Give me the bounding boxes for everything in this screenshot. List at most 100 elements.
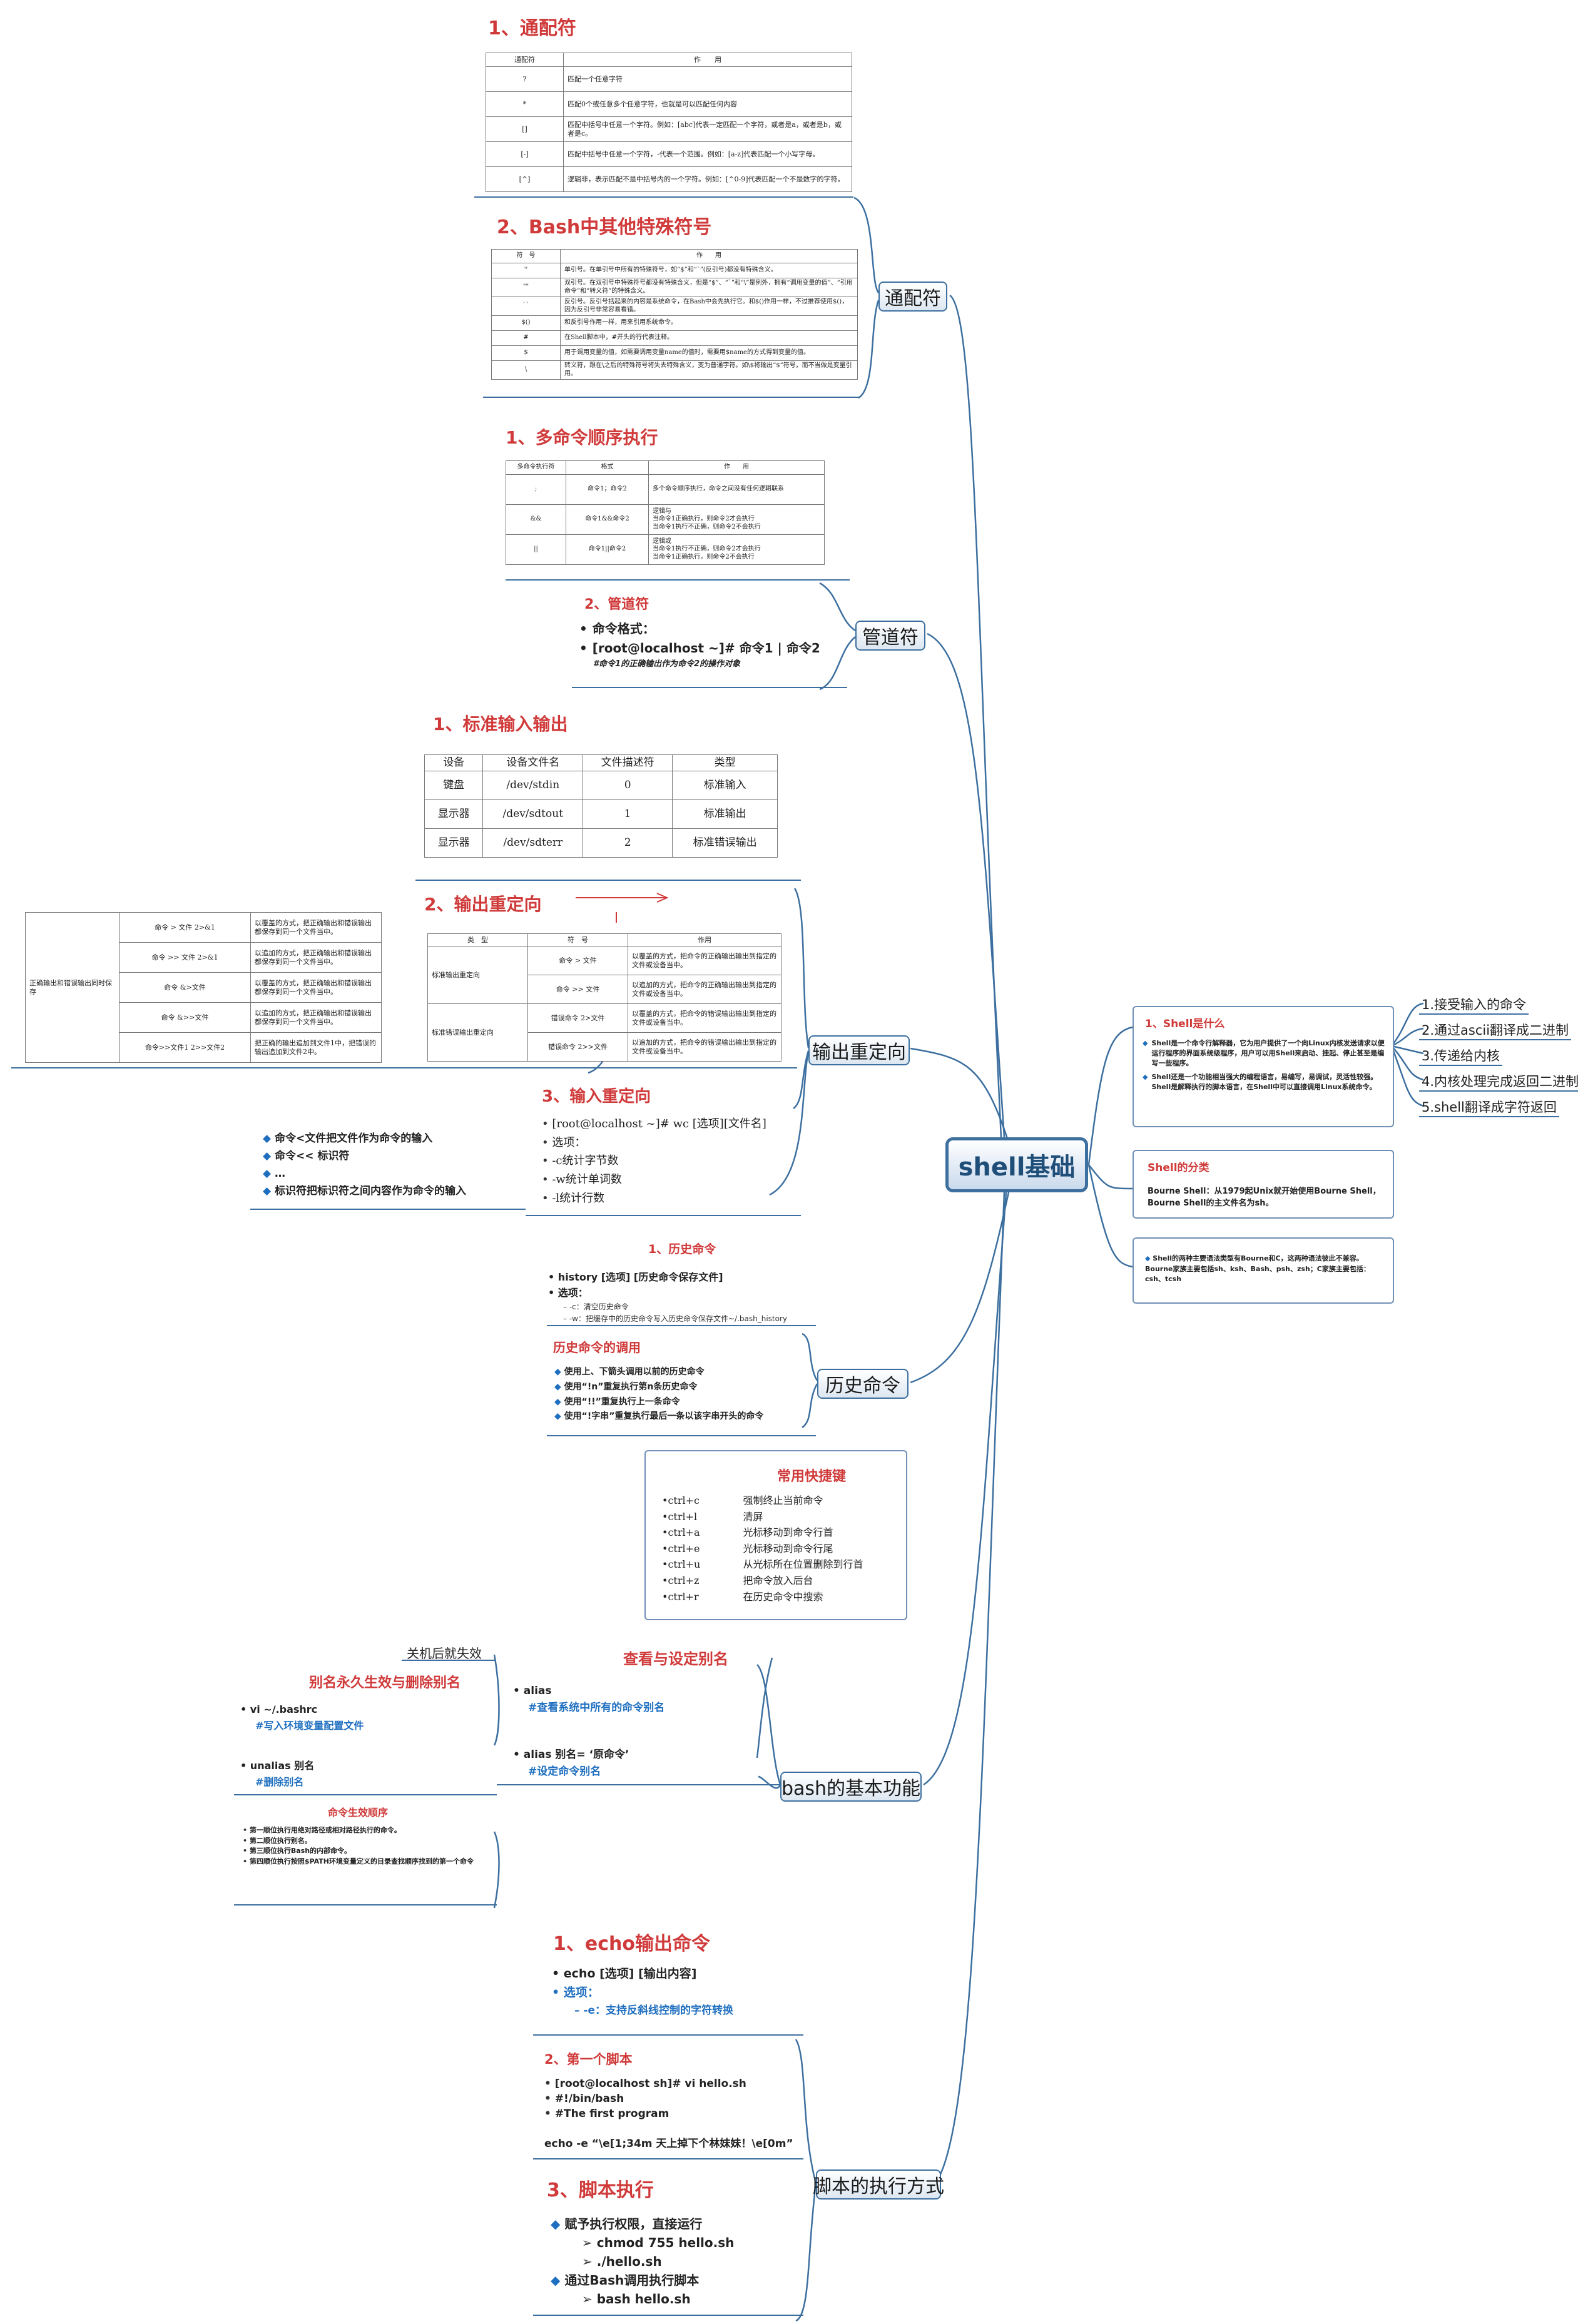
list-item: [root@localhost ~]# wc [选项][文件名] bbox=[552, 1117, 766, 1130]
table-row: *匹配0个或任意多个任意字符，也就是可以匹配任何内容 bbox=[486, 91, 852, 117]
table-cell: 命令 > 文件 2>&1 bbox=[119, 912, 251, 943]
table-cell: 命令1；命令2 bbox=[566, 474, 649, 505]
shell-class-title: Shell的分类 bbox=[1148, 1162, 1209, 1174]
table-cell: 以覆盖的方式，把命令的错误输出输出到指定的文件或设备当中。 bbox=[628, 1003, 781, 1033]
branch-redirect[interactable]: 输出重定向 bbox=[808, 1035, 910, 1065]
table-cell: $ bbox=[491, 345, 561, 361]
wildcard-title: 1、通配符 bbox=[488, 18, 576, 39]
pipe-format: [root@localhost ~]# 命令1 | 命令2 bbox=[592, 641, 820, 656]
table-cell: 双引号。在双引号中特殊符号都没有特殊含义，但是“$”、“`”和“\”是例外，拥有… bbox=[560, 278, 858, 297]
list-item: 使用“!!”重复执行上一条命令 bbox=[564, 1396, 680, 1407]
echo-title: 1、echo输出命令 bbox=[553, 1933, 710, 1955]
table-cell: '' bbox=[491, 263, 561, 278]
central-topic[interactable]: shell基础 bbox=[945, 1137, 1088, 1192]
pipe-format-label: 命令格式： bbox=[592, 621, 655, 636]
table-cell: ? bbox=[486, 66, 564, 92]
shortcut-key: ctrl+u bbox=[668, 1558, 701, 1571]
table-header-cell: 类型 bbox=[672, 754, 778, 772]
list-item: chmod 755 hello.sh bbox=[596, 2235, 735, 2250]
table-cell: 在Shell脚本中，#开头的行代表注释。 bbox=[560, 330, 858, 346]
table-row: 命令 &>文件以覆盖的方式，把正确输出和错误输出都保存到同一个文件当中。 bbox=[26, 972, 382, 1003]
table-row: []匹配中括号中任意一个字符。例如：[abc]代表一定匹配一个字符，或者是a，或… bbox=[486, 116, 852, 142]
list-item: #The first program bbox=[554, 2107, 669, 2120]
echo-option-e: -e：支持反斜线控制的字符转换 bbox=[583, 2004, 734, 2017]
table-cell: 显示器 bbox=[424, 828, 484, 858]
shortcut-desc: 光标移动到命令行首 bbox=[743, 1526, 833, 1539]
shell-what-title: 1、Shell是什么 bbox=[1145, 1018, 1225, 1030]
table-cell: 以追加的方式，把命令的错误输出输出到指定的文件或设备当中。 bbox=[628, 1032, 781, 1062]
output-redirect-table: 类 型符 号作用标准输出重定向命令 > 文件以覆盖的方式，把命令的正确输出输出到… bbox=[427, 933, 781, 1062]
output-redirect-title: 2、输出重定向 bbox=[424, 894, 542, 915]
table-cell: 2 bbox=[583, 828, 673, 858]
special-symbol-title: 2、Bash中其他特殊符号 bbox=[497, 216, 712, 238]
alias-set-note: #设定命令别名 bbox=[528, 1765, 601, 1779]
table-cell: 0 bbox=[583, 771, 673, 801]
shortcut-title: 常用快捷键 bbox=[777, 1469, 847, 1484]
wildcard-table: 通配符作 用?匹配一个任意字符*匹配0个或任意多个任意字符，也就是可以匹配任何内… bbox=[486, 53, 852, 192]
shortcut-desc: 在历史命令中搜索 bbox=[743, 1590, 823, 1603]
shortcut-desc: 清屏 bbox=[743, 1510, 763, 1523]
table-row: ""双引号。在双引号中特殊符号都没有特殊含义，但是“$”、“`”和“\”是例外，… bbox=[491, 278, 858, 297]
table-cell: 1 bbox=[583, 799, 673, 830]
list-item: ./hello.sh bbox=[596, 2254, 662, 2269]
table-cell: 和反引号作用一样，用来引用系统命令。 bbox=[560, 315, 858, 331]
table-header-cell: 通配符 bbox=[486, 53, 564, 67]
multi-command-title: 1、多命令顺序执行 bbox=[506, 427, 658, 448]
table-cell: [-] bbox=[486, 141, 564, 167]
list-item: Shell是一个命令行解释器，它为用户提供了一个向Linux内核发送请求以便运行… bbox=[1151, 1039, 1385, 1067]
shell-step: 3.传递给内核 bbox=[1419, 1046, 1503, 1066]
shortcut-key: ctrl+a bbox=[668, 1526, 700, 1539]
list-item: 第二顺位执行别名。 bbox=[249, 1836, 312, 1845]
branch-history[interactable]: 历史命令 bbox=[817, 1369, 909, 1399]
special-symbol-table: 符 号作 用''单引号。在单引号中所有的特殊符号，如“$”和“`”(反引号)都没… bbox=[491, 249, 858, 380]
table-row: #在Shell脚本中，#开头的行代表注释。 bbox=[491, 330, 858, 346]
table-header-cell: 文件描述符 bbox=[583, 754, 673, 772]
table-cell: 逻辑非，表示匹配不是中括号内的一个字符。例如：[^0-9]代表匹配一个不是数字的… bbox=[563, 166, 852, 192]
table-cell: 标准输入 bbox=[672, 771, 778, 801]
shell-what-panel: 1、Shell是什么 ◆Shell是一个命令行解释器，它为用户提供了一个向Lin… bbox=[1133, 1006, 1394, 1127]
list-item: 命令<文件把文件作为命令的输入 bbox=[275, 1132, 433, 1145]
table-cell: 命令 >> 文件 2>&1 bbox=[119, 942, 251, 973]
table-row: $()和反引号作用一样，用来引用系统命令。 bbox=[491, 315, 858, 331]
vi-bashrc: vi ~/.bashrc bbox=[250, 1703, 318, 1715]
echo-options-label: 选项： bbox=[563, 1986, 599, 2000]
table-header-cell: 符 号 bbox=[527, 933, 628, 946]
branch-script-exec[interactable]: 脚本的执行方式 bbox=[813, 2169, 944, 2200]
echo-syntax: echo [选项] [输出内容] bbox=[563, 1967, 697, 1981]
table-cell: 以覆盖的方式，把命令的正确输出输出到指定的文件或设备当中。 bbox=[628, 946, 781, 975]
table-cell: || bbox=[506, 534, 566, 565]
table-cell: 单引号。在单引号中所有的特殊符号，如“$”和“`”(反引号)都没有特殊含义。 bbox=[560, 263, 858, 278]
table-cell: 以追加的方式，把正确输出和错误输出都保存到同一个文件当中。 bbox=[250, 942, 382, 973]
list-item: … bbox=[275, 1167, 285, 1180]
list-item: 使用“!n”重复执行第n条历史命令 bbox=[564, 1381, 698, 1392]
alias-title: 查看与设定别名 bbox=[623, 1650, 728, 1668]
shortcut-key: ctrl+c bbox=[668, 1494, 700, 1506]
table-cell: 逻辑或 当命令1执行不正确，则命令2才会执行 当命令1正确执行，则命令2不会执行 bbox=[648, 534, 825, 565]
table-cell: 标准输出 bbox=[672, 799, 778, 830]
table-header-cell: 作 用 bbox=[563, 53, 852, 67]
alias-note: #查看系统中所有的命令别名 bbox=[528, 1702, 665, 1715]
branch-pipe[interactable]: 管道符 bbox=[855, 621, 925, 651]
table-cell: 匹配中括号中任意一个字符。例如：[abc]代表一定匹配一个字符，或者是a，或者是… bbox=[563, 116, 852, 142]
shortcut-desc: 把命令放入后台 bbox=[743, 1574, 813, 1586]
alias-set-cmd: alias 别名= ‘原命令’ bbox=[523, 1748, 629, 1761]
table-header-cell: 多命令执行符 bbox=[506, 460, 566, 475]
branch-bash-functions[interactable]: bash的基本功能 bbox=[780, 1772, 922, 1802]
shortcut-desc: 从光标所在位置删除到行首 bbox=[743, 1558, 863, 1571]
branch-wildcard[interactable]: 通配符 bbox=[878, 282, 947, 312]
table-row: ``反引号。反引号括起来的内容是系统命令，在Bash中会先执行它。和$()作用一… bbox=[491, 297, 858, 316]
table-cell: 匹配中括号中任意一个字符，-代表一个范围。例如：[a-z]代表匹配一个小写字母。 bbox=[563, 141, 852, 167]
exec-method-2: 通过Bash调用执行脚本 bbox=[564, 2273, 700, 2288]
table-row: 标准输出重定向命令 > 文件以覆盖的方式，把命令的正确输出输出到指定的文件或设备… bbox=[427, 946, 781, 1004]
list-item: -w统计单词数 bbox=[552, 1173, 622, 1187]
table-header-cell: 作用 bbox=[628, 933, 781, 946]
table-cell: 显示器 bbox=[424, 799, 484, 830]
list-item: bash hello.sh bbox=[596, 2291, 691, 2306]
